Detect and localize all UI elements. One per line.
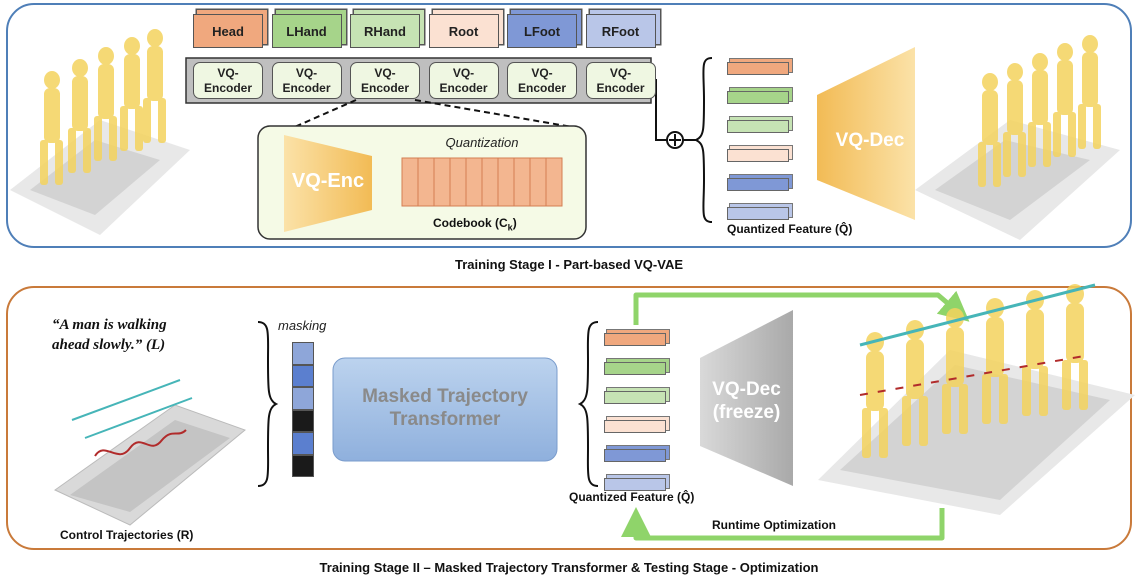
part-block-rhand: RHand	[350, 14, 420, 48]
vq-enc-label: VQ-Enc	[291, 170, 365, 192]
mask-token	[292, 409, 314, 432]
part-block-head: Head	[193, 14, 263, 48]
vq-dec-freeze-label: VQ-Dec (freeze)	[712, 379, 781, 423]
stage2-feature-rfoot	[604, 478, 666, 491]
part-block-lhand: LHand	[271, 14, 342, 48]
stage2-caption: Training Stage II – Masked Trajectory Tr…	[319, 560, 819, 575]
runtime-arrow-top	[633, 290, 970, 325]
stage1-feature-rfoot	[727, 207, 789, 220]
stage1-feature-head	[727, 62, 789, 75]
stage1-caption: Training Stage I - Part-based VQ-VAE	[454, 257, 684, 272]
transformer-label: Masked Trajectory Transformer	[362, 386, 528, 430]
vq-dec-freeze-trapezoid	[700, 310, 793, 486]
stage1-panel	[6, 3, 1132, 248]
stage2-output-motion	[818, 283, 1135, 515]
stage1-feature-lhand	[727, 91, 789, 104]
stage1-input-motion	[10, 29, 190, 235]
zoom-line-right	[414, 99, 579, 129]
stage2-feature-head	[604, 333, 666, 346]
masking-label: masking	[278, 318, 327, 333]
vq-encoder-4: VQ- Encoder	[428, 62, 499, 99]
stage2-feature-root	[604, 420, 666, 433]
mask-token	[292, 387, 314, 410]
codebook-grid	[401, 157, 563, 207]
mask-token	[292, 454, 314, 477]
text-prompt: “A man is walking ahead slowly.” (L)	[52, 317, 167, 353]
control-trajectory-scene	[54, 379, 246, 526]
vq-encoder-1: VQ- Encoder	[193, 62, 263, 99]
control-trajectories-label: Control Trajectories (R)	[60, 528, 194, 542]
stage2-panel	[6, 286, 1132, 550]
vq-encoder-2: VQ- Encoder	[271, 62, 342, 99]
token-brace	[257, 321, 279, 487]
vq-encoder-5: VQ- Encoder	[507, 62, 577, 99]
stage2-feature-lhand	[604, 362, 666, 375]
mask-token	[292, 342, 314, 365]
stage1-feature-brace	[693, 57, 713, 223]
stage2-feature-brace	[577, 321, 599, 487]
mask-token	[292, 364, 314, 387]
stage1-feature-root	[727, 149, 789, 162]
runtime-optimization-label: Runtime Optimization	[712, 518, 836, 532]
part-block-root: Root	[428, 14, 499, 48]
quantization-label: Quantization	[445, 135, 519, 150]
codebook-label: Codebook (Ck)	[433, 216, 517, 233]
stage1-output-motion	[915, 35, 1120, 240]
stage2-quantized-label: Quantized Feature (Q̂)	[569, 490, 695, 504]
part-block-lfoot: LFoot	[507, 14, 577, 48]
vq-dec-label: VQ-Dec	[835, 130, 905, 151]
stage2-feature-rhand	[604, 391, 666, 404]
mask-token	[292, 432, 314, 455]
vq-enc-trapezoid	[284, 135, 372, 232]
stage2-feature-lfoot	[604, 449, 666, 462]
runtime-arrow-bottom	[621, 507, 945, 541]
part-block-rfoot: RFoot	[585, 14, 656, 48]
vq-encoder-6: VQ- Encoder	[585, 62, 656, 99]
vq-encoder-3: VQ- Encoder	[350, 62, 420, 99]
vq-dec-trapezoid	[817, 47, 915, 220]
transformer-box	[332, 357, 558, 462]
stage1-feature-lfoot	[727, 178, 789, 191]
stage1-quantized-label: Quantized Feature (Q̂)	[727, 222, 853, 236]
stage1-feature-rhand	[727, 120, 789, 133]
